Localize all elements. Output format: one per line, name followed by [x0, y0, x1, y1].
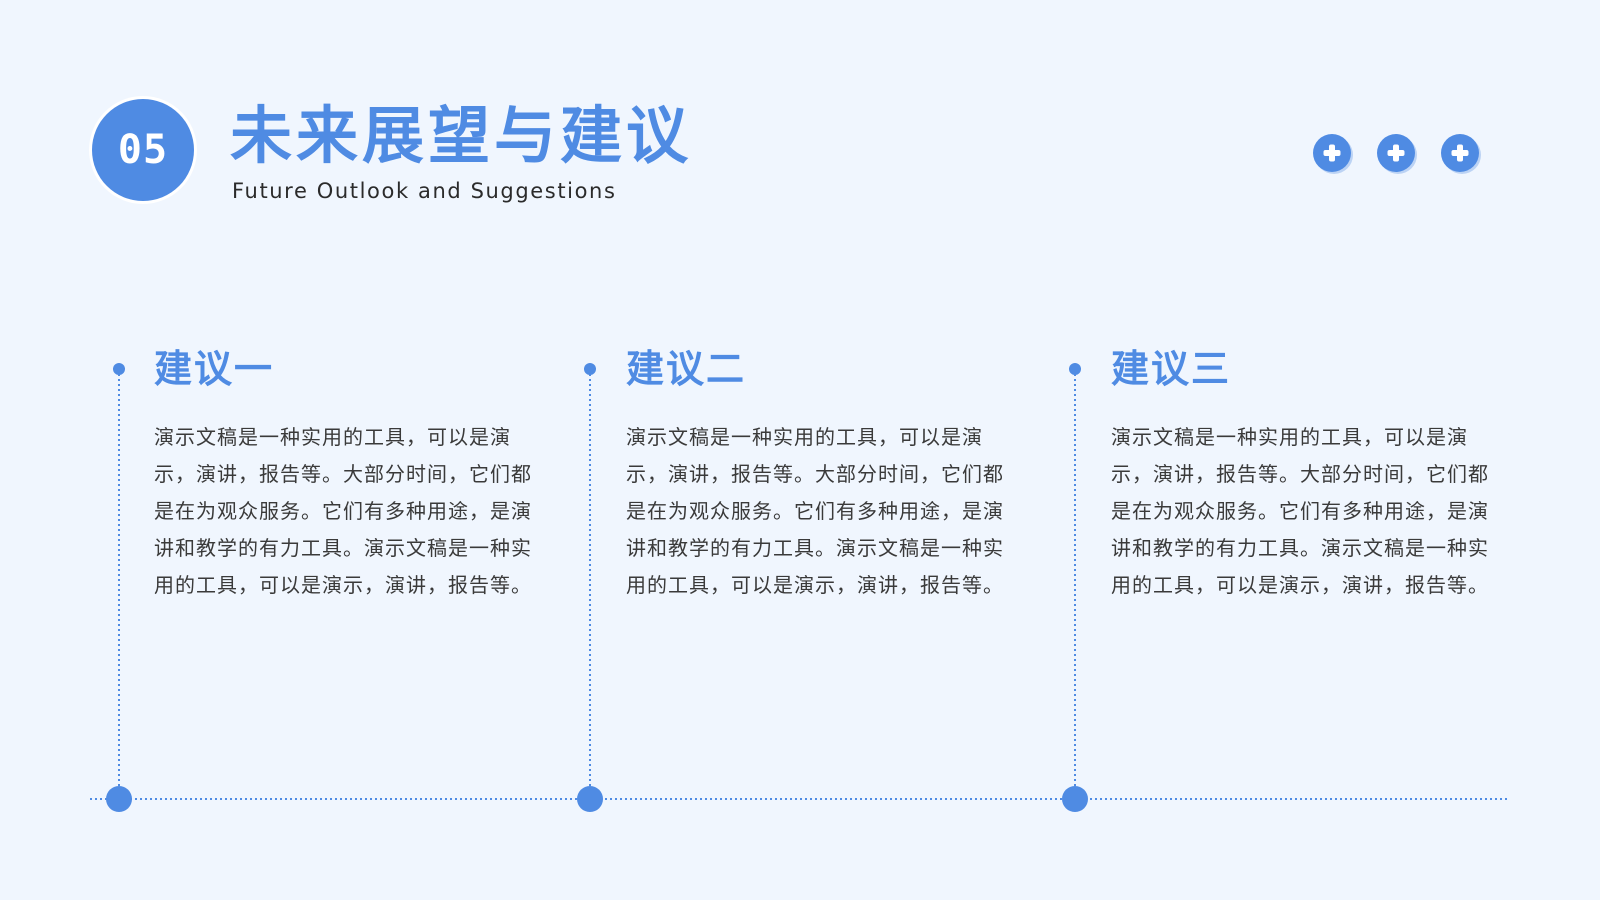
plus-button-2[interactable]: [1377, 134, 1415, 172]
suggestion-title-2: 建议二: [626, 347, 747, 391]
page-title: 未来展望与建议: [230, 99, 693, 172]
plus-icon: [1451, 144, 1469, 162]
timeline-top-dot-2: [584, 363, 596, 375]
section-number: 05: [117, 127, 169, 173]
suggestion-title-3: 建议三: [1111, 347, 1232, 391]
plus-button-3[interactable]: [1441, 134, 1479, 172]
section-number-badge: 05: [92, 99, 194, 201]
plus-icon: [1387, 144, 1405, 162]
suggestion-body-3: 演示文稿是一种实用的工具，可以是演示，演讲，报告等。大部分时间，它们都是在为观众…: [1111, 425, 1489, 597]
timeline-node-2: [577, 786, 603, 812]
timeline-node-3: [1062, 786, 1088, 812]
page-subtitle: Future Outlook and Suggestions: [232, 179, 617, 203]
plus-icon: [1323, 144, 1341, 162]
timeline-top-dot-3: [1069, 363, 1081, 375]
suggestion-body-2: 演示文稿是一种实用的工具，可以是演示，演讲，报告等。大部分时间，它们都是在为观众…: [626, 425, 1004, 597]
suggestion-body-1: 演示文稿是一种实用的工具，可以是演示，演讲，报告等。大部分时间，它们都是在为观众…: [154, 425, 532, 597]
timeline-node-1: [106, 786, 132, 812]
plus-button-1[interactable]: [1313, 134, 1351, 172]
suggestion-title-1: 建议一: [154, 347, 275, 391]
timeline-top-dot-1: [113, 363, 125, 375]
